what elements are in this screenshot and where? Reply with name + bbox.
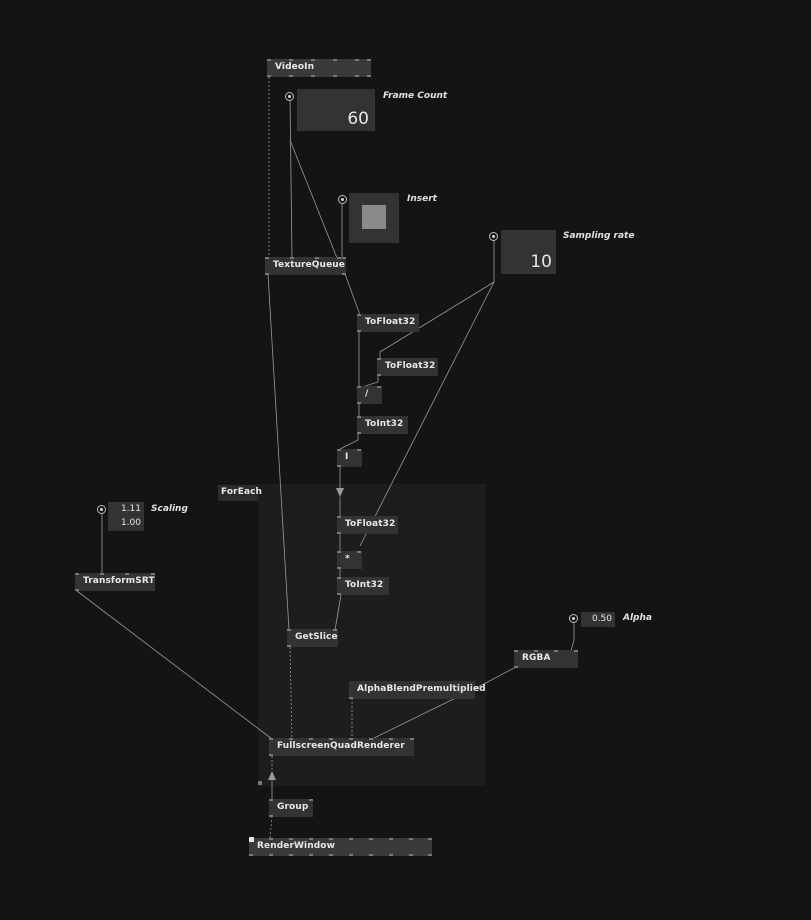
- i-node[interactable]: I: [337, 449, 362, 467]
- foreach-input-arrow: [336, 488, 344, 497]
- wire-transform-fsq: [76, 590, 273, 740]
- scaling-pin[interactable]: [97, 505, 106, 514]
- insert-iobox[interactable]: [349, 193, 399, 243]
- transformsrt-label: TransformSRT: [83, 576, 155, 586]
- wire-group-rw: [269, 815, 273, 839]
- samplingrate-iobox[interactable]: 10: [501, 230, 556, 274]
- renderwindow-label: RenderWindow: [257, 841, 335, 851]
- scaling-value-2: 1.00: [120, 518, 141, 528]
- alpha-iobox[interactable]: 0.50: [581, 612, 615, 627]
- toint32-node-a[interactable]: ToInt32: [357, 416, 408, 434]
- alphablend-node[interactable]: AlphaBlendPremultiplied: [349, 681, 486, 699]
- tofloat32-label-b: ToFloat32: [385, 361, 436, 371]
- framecount-value: 60: [347, 109, 369, 129]
- scaling-value-1: 1.11: [120, 504, 141, 514]
- transformsrt-node[interactable]: TransformSRT: [75, 573, 155, 591]
- insert-toggle[interactable]: [362, 205, 386, 229]
- videoin-node[interactable]: VideoIn: [267, 59, 371, 77]
- tofloat32-node-b[interactable]: ToFloat32: [377, 358, 438, 376]
- framecount-pin[interactable]: [285, 92, 294, 101]
- multiply-node[interactable]: *: [337, 551, 362, 569]
- tofloat32-label-c: ToFloat32: [345, 519, 396, 529]
- toint32-label-b: ToInt32: [345, 580, 384, 590]
- samplingrate-pin[interactable]: [489, 232, 498, 241]
- tofloat32-node-a[interactable]: ToFloat32: [357, 314, 419, 332]
- samplingrate-name: Sampling rate: [563, 231, 635, 241]
- alphablend-label: AlphaBlendPremultiplied: [357, 684, 486, 694]
- group-node[interactable]: Group: [269, 799, 313, 817]
- wire-tq-tofloat: [344, 273, 361, 316]
- foreach-label: ForEach: [221, 487, 263, 497]
- framecount-name: Frame Count: [383, 91, 448, 101]
- foreach-node[interactable]: ForEach: [218, 485, 262, 501]
- fullscreenquadrenderer-node[interactable]: FullscreenQuadRenderer: [269, 738, 414, 756]
- divide-label: /: [365, 389, 369, 399]
- framecount-iobox[interactable]: 60: [297, 89, 375, 131]
- scaling-iobox[interactable]: 1.11 1.00: [108, 502, 144, 531]
- alpha-name: Alpha: [623, 613, 652, 623]
- wire-sr-tofloat-b: [379, 238, 495, 359]
- i-label: I: [345, 452, 349, 462]
- tofloat32-label-a: ToFloat32: [365, 317, 416, 327]
- divide-node[interactable]: /: [357, 386, 382, 404]
- tofloat32-node-c[interactable]: ToFloat32: [337, 516, 398, 534]
- wire-alpha-rgba: [570, 619, 575, 652]
- scaling-name: Scaling: [151, 504, 188, 514]
- group-label: Group: [277, 802, 309, 812]
- rgba-node[interactable]: RGBA: [514, 650, 578, 668]
- getslice-node[interactable]: GetSlice: [287, 629, 338, 647]
- fullscreenquadrenderer-label: FullscreenQuadRenderer: [277, 741, 405, 751]
- foreach-output-arrow: [268, 771, 276, 780]
- insert-name: Insert: [407, 194, 437, 204]
- alpha-value: 0.50: [591, 614, 612, 624]
- renderwindow-node[interactable]: RenderWindow: [249, 837, 432, 856]
- wire-toint-i: [339, 433, 359, 450]
- multiply-label: *: [345, 554, 350, 564]
- texturequeue-node[interactable]: TextureQueue: [265, 257, 346, 275]
- toint32-node-b[interactable]: ToInt32: [337, 577, 389, 595]
- texturequeue-label: TextureQueue: [273, 260, 345, 270]
- alpha-pin[interactable]: [569, 614, 578, 623]
- videoin-label: VideoIn: [275, 62, 315, 72]
- foreach-corner: [258, 781, 262, 785]
- toint32-label-a: ToInt32: [365, 419, 404, 429]
- wire-framecount-tq-a: [289, 95, 293, 259]
- getslice-label: GetSlice: [295, 632, 338, 642]
- wire-framecount-tq-b: [289, 139, 338, 259]
- samplingrate-value: 10: [530, 252, 552, 272]
- rgba-label: RGBA: [522, 653, 551, 663]
- insert-pin[interactable]: [338, 195, 347, 204]
